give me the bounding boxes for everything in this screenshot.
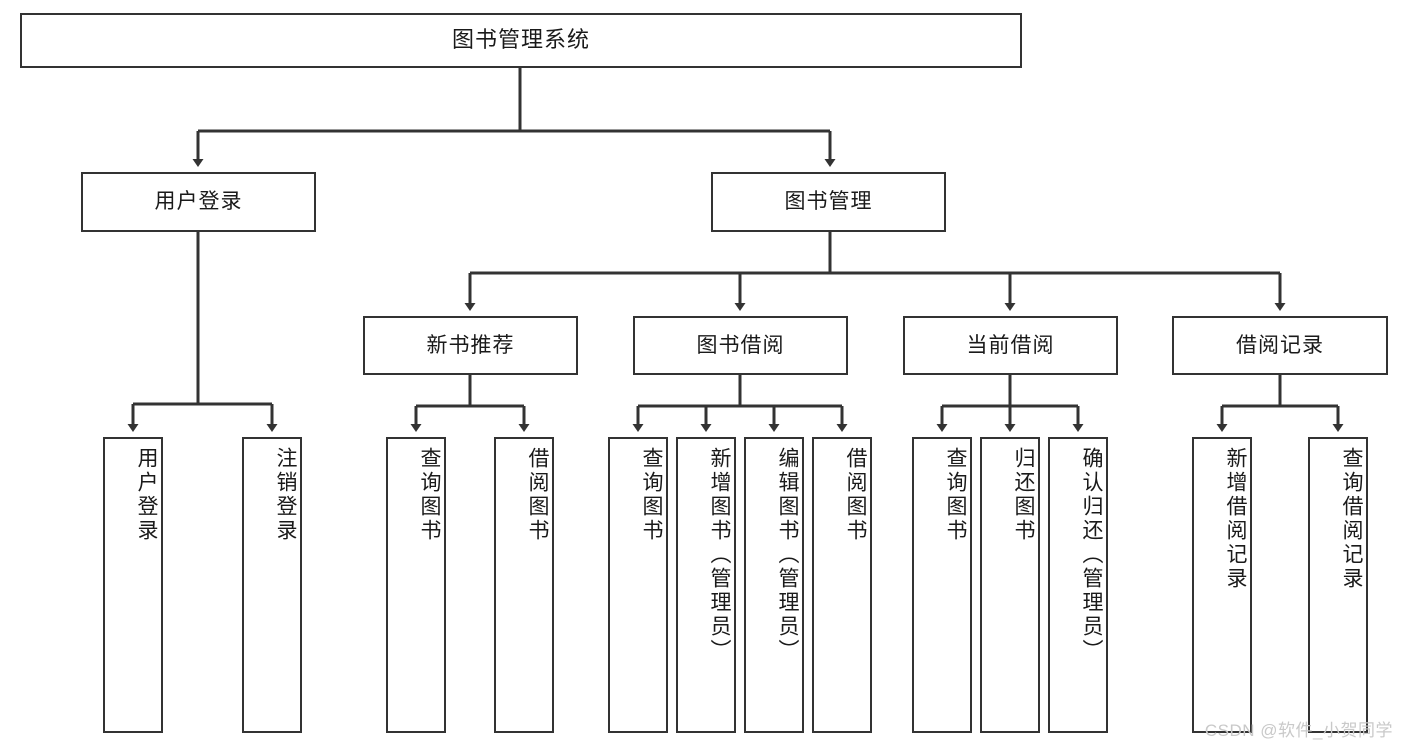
leaf-user-login[interactable]: 用户登录	[103, 437, 163, 733]
leaf-label: 新增图书（管理员）	[708, 447, 731, 663]
leaf-label: 新增借阅记录	[1224, 447, 1247, 591]
leaf-label: 查询借阅记录	[1340, 447, 1363, 591]
node-user-login[interactable]: 用户登录	[81, 172, 316, 232]
leaf-current-query-book[interactable]: 查询图书	[912, 437, 972, 733]
leaf-record-add-borrow-record[interactable]: 新增借阅记录	[1192, 437, 1252, 733]
leaf-record-query-borrow-record[interactable]: 查询借阅记录	[1308, 437, 1368, 733]
node-root-system[interactable]: 图书管理系统	[20, 13, 1022, 68]
leaf-label: 注销登录	[274, 447, 297, 543]
leaf-borrow-query-book[interactable]: 查询图书	[608, 437, 668, 733]
leaf-current-return-book[interactable]: 归还图书	[980, 437, 1040, 733]
leaf-label: 编辑图书（管理员）	[776, 447, 799, 663]
leaf-label: 查询图书	[640, 447, 663, 543]
leaf-current-confirm-return-admin[interactable]: 确认归还（管理员）	[1048, 437, 1108, 733]
leaf-label: 用户登录	[135, 447, 158, 543]
leaf-label: 确认归还（管理员）	[1080, 447, 1103, 663]
node-book-management[interactable]: 图书管理	[711, 172, 946, 232]
node-current-borrow[interactable]: 当前借阅	[903, 316, 1118, 375]
leaf-new-book-query-book[interactable]: 查询图书	[386, 437, 446, 733]
leaf-new-book-borrow-book[interactable]: 借阅图书	[494, 437, 554, 733]
leaf-label: 查询图书	[944, 447, 967, 543]
leaf-borrow-add-book-admin[interactable]: 新增图书（管理员）	[676, 437, 736, 733]
node-book-borrow[interactable]: 图书借阅	[633, 316, 848, 375]
csdn-watermark: CSDN @软件_小贺同学	[1204, 721, 1393, 740]
node-new-book-recommend[interactable]: 新书推荐	[363, 316, 578, 375]
node-borrow-record[interactable]: 借阅记录	[1172, 316, 1388, 375]
leaf-label: 归还图书	[1012, 447, 1035, 543]
leaf-label: 借阅图书	[844, 447, 867, 543]
leaf-label: 查询图书	[418, 447, 441, 543]
leaf-borrow-borrow-book[interactable]: 借阅图书	[812, 437, 872, 733]
leaf-label: 借阅图书	[526, 447, 549, 543]
leaf-logout[interactable]: 注销登录	[242, 437, 302, 733]
leaf-borrow-edit-book-admin[interactable]: 编辑图书（管理员）	[744, 437, 804, 733]
